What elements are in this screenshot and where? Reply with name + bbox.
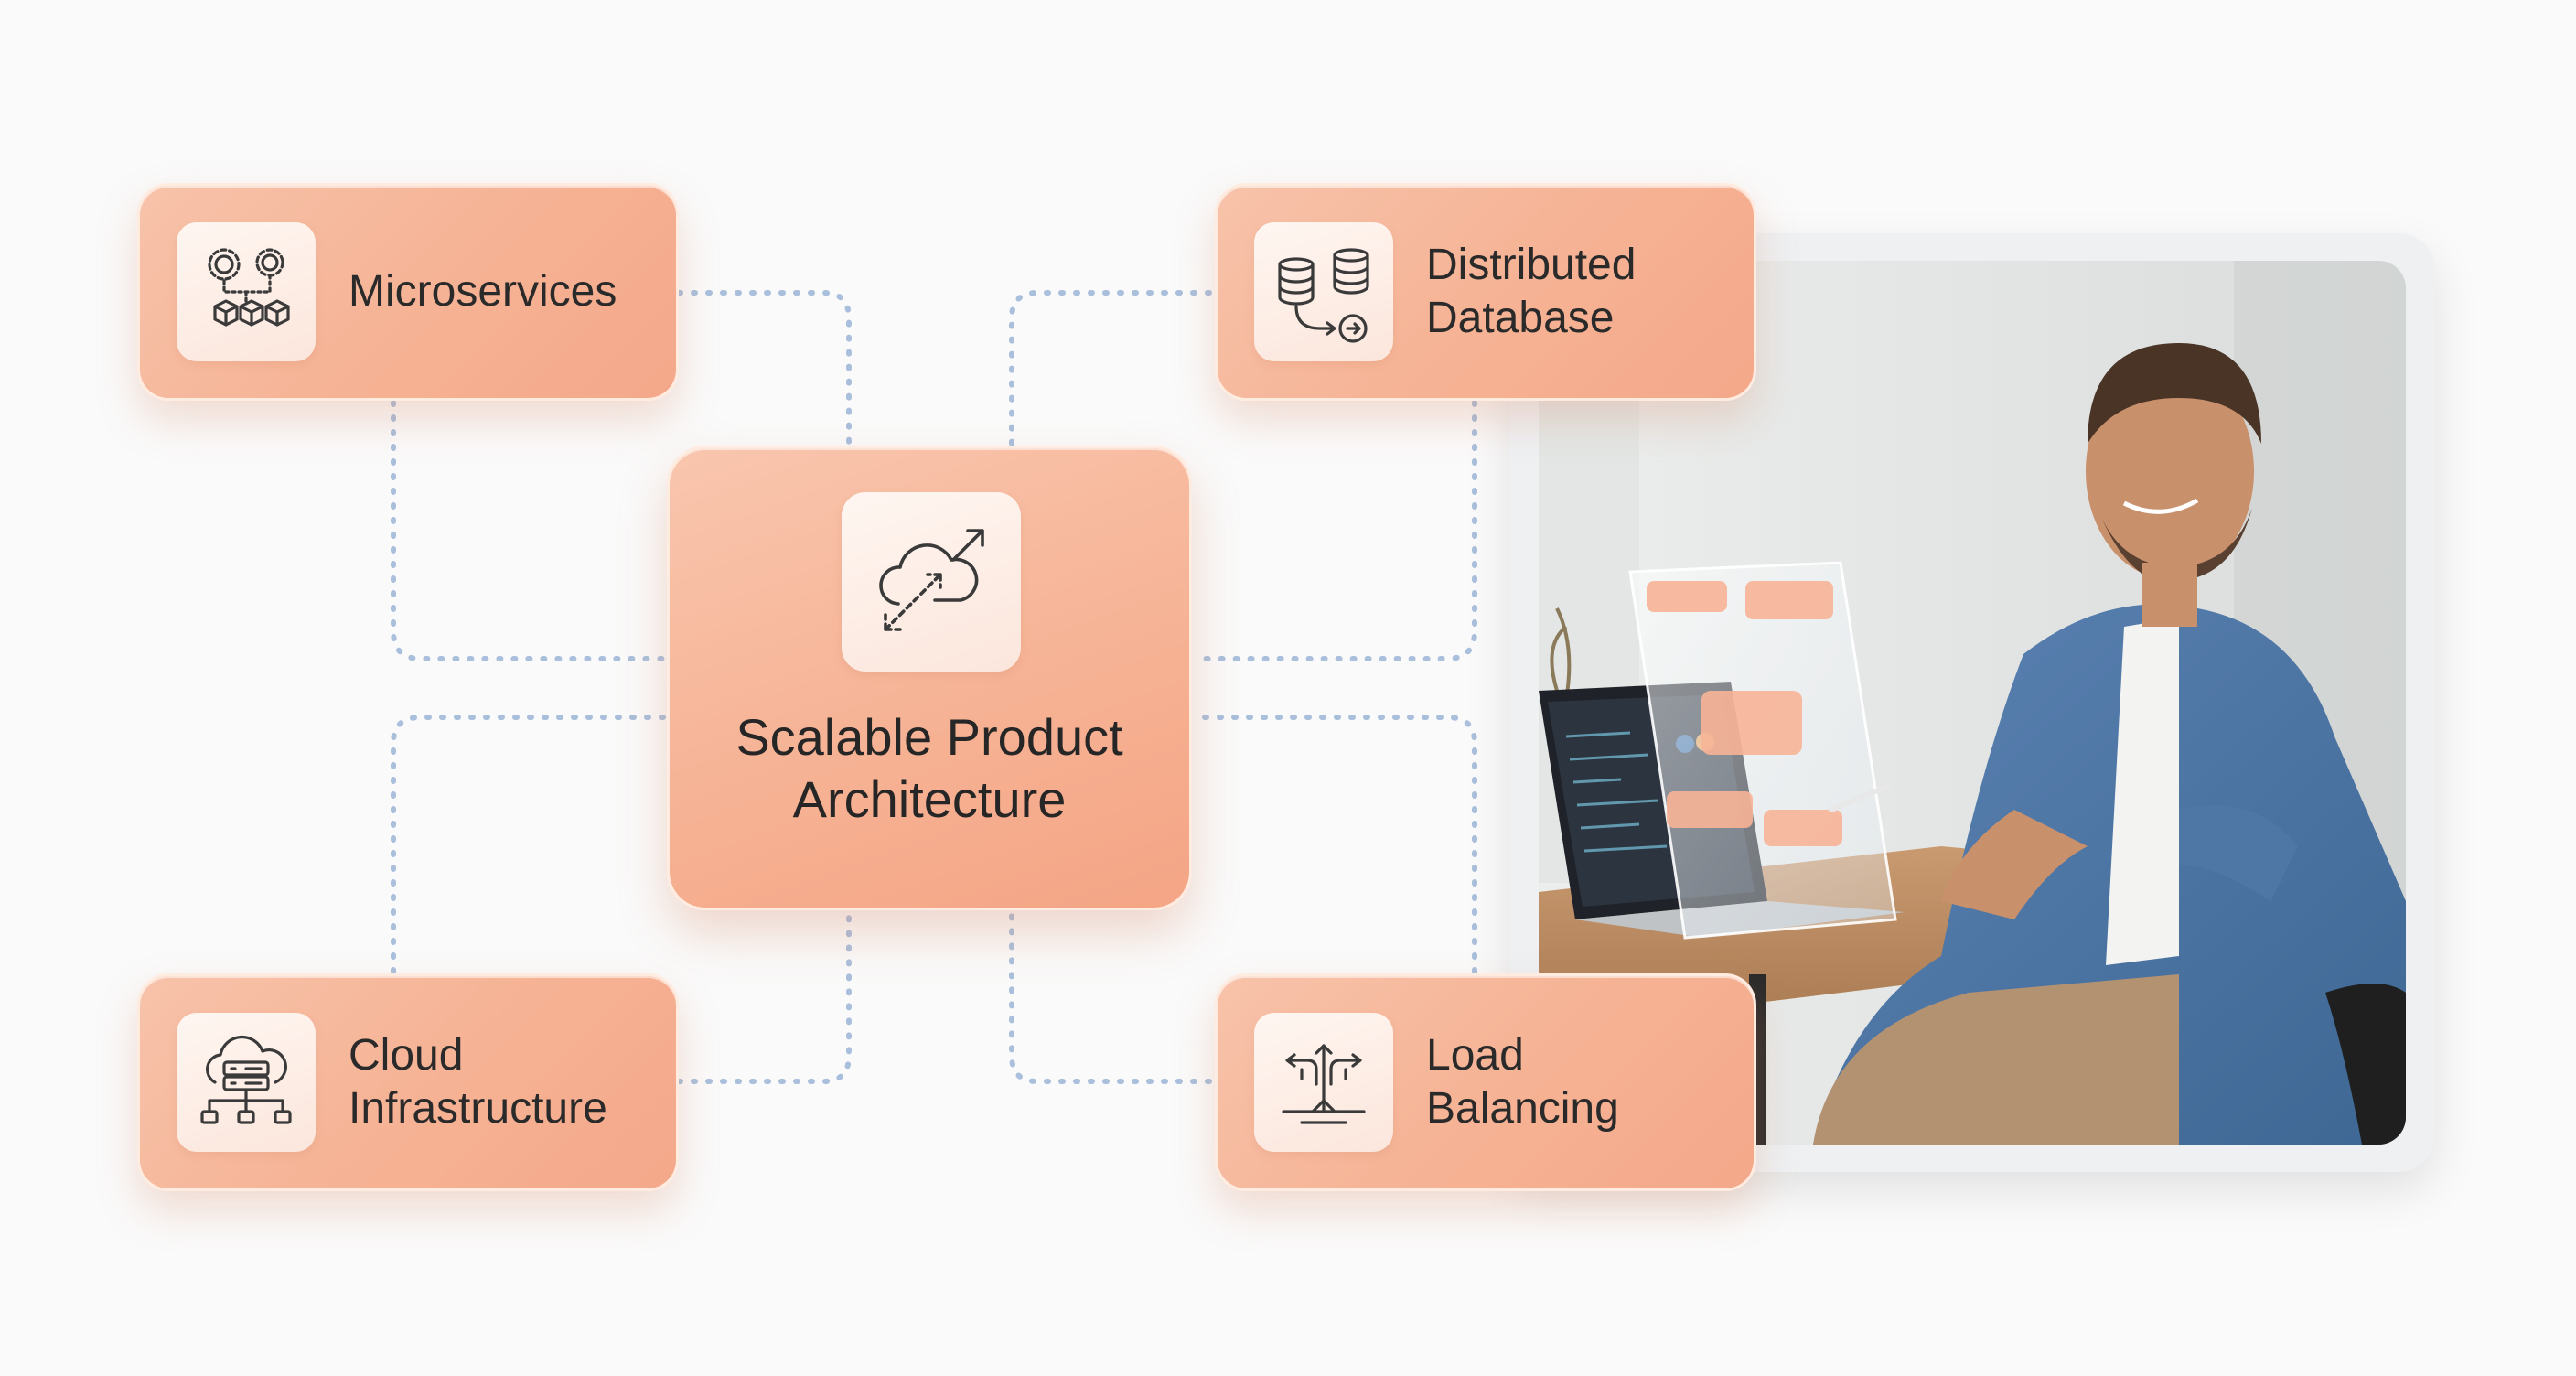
connector-cloud-v — [391, 715, 667, 974]
connector-load-v — [1192, 715, 1477, 974]
center-title-line2: Architecture — [792, 770, 1067, 828]
connector-load-h — [1009, 910, 1212, 1084]
node-label-line2: Database — [1426, 294, 1615, 342]
database-icon — [1254, 222, 1393, 361]
node-microservices: Microservices — [137, 183, 679, 401]
center-title-line1: Scalable Product — [735, 708, 1123, 766]
photo-man-with-transparent-screen — [1539, 261, 2406, 1145]
person — [1813, 343, 2406, 1145]
cloud-server-icon — [177, 1013, 316, 1152]
node-label: Microservices — [349, 267, 617, 316]
node-label-line2: Balancing — [1426, 1084, 1619, 1133]
node-label-line2: Infrastructure — [349, 1084, 607, 1133]
connector-microservices-h — [676, 290, 852, 446]
connector-database-h — [1009, 290, 1212, 446]
transparent-screen — [1628, 561, 1897, 940]
plant-icon — [1550, 607, 1572, 701]
node-label-line1: Cloud — [349, 1031, 464, 1080]
connector-microservices-v — [391, 400, 667, 661]
connector-cloud-h — [676, 910, 852, 1084]
load-balance-icon — [1254, 1013, 1393, 1152]
node-cloud-infrastructure: Cloud Infrastructure — [137, 973, 679, 1191]
node-label-line1: Distributed — [1426, 241, 1637, 289]
node-distributed-database: Distributed Database — [1215, 183, 1756, 401]
microservices-icon — [177, 222, 316, 361]
cloud-scale-icon — [842, 492, 1021, 672]
node-label-line1: Load — [1426, 1031, 1524, 1080]
node-scalable-product-architecture: Scalable Product Architecture — [667, 446, 1192, 910]
node-load-balancing: Load Balancing — [1215, 973, 1756, 1191]
connector-database-v — [1192, 400, 1477, 661]
